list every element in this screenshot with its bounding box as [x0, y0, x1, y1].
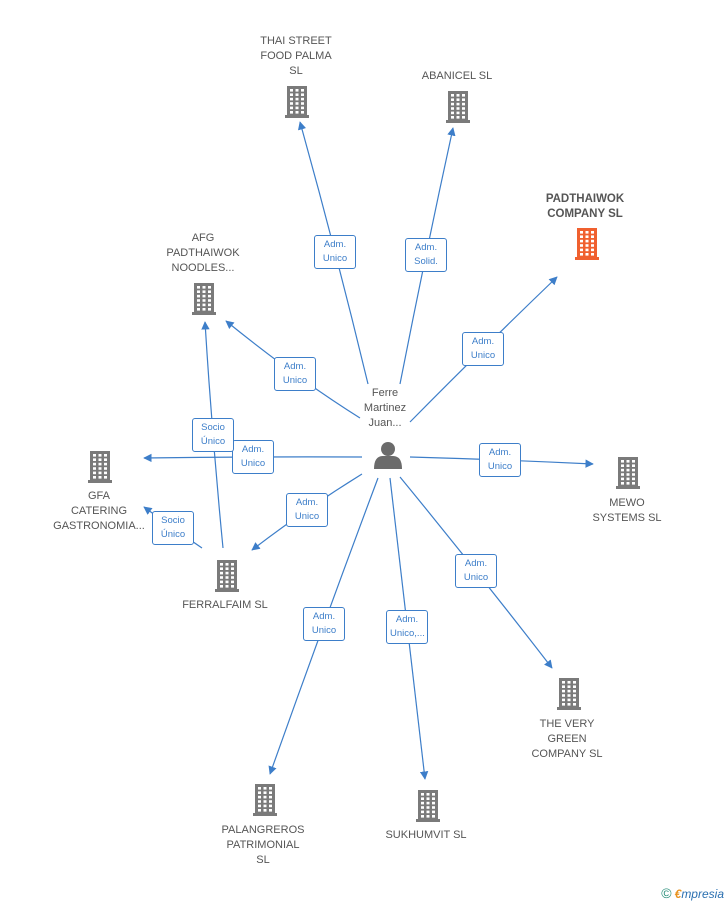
edge-label-center-afg[interactable]: Adm. Unico [274, 357, 316, 391]
edge-label-center-green[interactable]: Adm. Unico [455, 554, 497, 588]
person-icon[interactable] [374, 442, 402, 469]
building-icon-abanicel[interactable] [446, 91, 470, 123]
footer-brand: ©€mpresia [661, 885, 724, 901]
company-label-ferralfaim[interactable]: FERRALFAIM SL [170, 598, 280, 613]
edge-label-line: Unico [487, 461, 513, 472]
company-label-thai[interactable]: THAI STREET FOOD PALMA SL [246, 34, 346, 79]
edge-label-line: Socio [161, 515, 185, 526]
building-icon-palangreros[interactable] [253, 784, 277, 816]
edge-label-line: Adm. [488, 447, 512, 458]
building-icon-green[interactable] [557, 678, 581, 710]
edge-label-line: Adm. [283, 361, 307, 372]
edge-label-line: Unico [294, 511, 320, 522]
building-icon-gfa[interactable] [88, 451, 112, 483]
company-label-afg[interactable]: AFG PADTHAIWOK NOODLES... [153, 231, 253, 276]
node-label-line: SYSTEMS SL [592, 512, 662, 524]
node-label-line: CATERING [70, 505, 128, 517]
building-icon-sukhumvit[interactable] [416, 790, 440, 822]
company-label-abanicel[interactable]: ABANICEL SL [402, 69, 512, 84]
copyright-icon: © [661, 885, 672, 901]
node-label-line: COMPANY SL [547, 208, 623, 220]
edge-label-center-padthaiwok[interactable]: Adm. Unico [462, 332, 504, 366]
edge-label-center-thai[interactable]: Adm. Unico [314, 235, 356, 269]
edge-label-center-mewo[interactable]: Adm. Unico [479, 443, 521, 477]
node-label-line: FOOD PALMA [260, 50, 332, 62]
edge-label-line: Adm. [323, 239, 347, 250]
building-icon-afg[interactable] [192, 283, 216, 315]
node-label-line: SUKHUMVIT SL [385, 829, 467, 841]
edge-label-line: Unico [470, 350, 496, 361]
edge-label-line: Unico,... [390, 628, 425, 639]
node-label-line: PADTHAIWOK [545, 193, 625, 205]
building-icon-padthaiwok[interactable] [575, 228, 599, 260]
edge-label-line: Adm. [464, 558, 488, 569]
node-label-line: AFG [191, 232, 215, 244]
edge-label-center-gfa[interactable]: Adm. Unico [232, 440, 274, 474]
edge-label-line: Socio [201, 422, 225, 433]
node-label-line: FERRALFAIM SL [182, 599, 268, 611]
node-label-line: ABANICEL SL [421, 70, 493, 82]
node-label-line: THE VERY [539, 718, 595, 730]
company-label-palangreros[interactable]: PALANGREROS PATRIMONIAL SL [208, 823, 318, 868]
node-label-line: NOODLES... [171, 262, 235, 274]
edge-label-line: Unico [463, 572, 489, 583]
node-label-line: SL [289, 65, 303, 77]
edge-label-line: Adm. [395, 614, 419, 625]
brand-logo-text: mpresia [681, 887, 724, 901]
edge-label-line: Solid. [414, 256, 438, 267]
edge-label-center-sukhumvit[interactable]: Adm. Unico,... [386, 610, 428, 644]
node-label-line: SL [256, 854, 270, 866]
company-label-mewo[interactable]: MEWO SYSTEMS SL [577, 496, 677, 526]
edge-label-line: Adm. [295, 497, 319, 508]
building-icon-ferralfaim[interactable] [215, 560, 239, 592]
icons-layer [88, 86, 640, 822]
edge-label-line: Unico [282, 375, 308, 386]
edge-label-line: Unico [322, 253, 348, 264]
node-label-line: PADTHAIWOK [166, 247, 240, 259]
edge-label-line: Unico [240, 458, 266, 469]
node-label-line: COMPANY SL [531, 748, 603, 760]
node-label-line: Juan... [368, 417, 402, 429]
node-label-line: PALANGREROS [221, 824, 305, 836]
edge-label-line: Adm. [241, 444, 265, 455]
node-label-line: Ferre [371, 387, 399, 399]
edge-label-line: Adm. [471, 336, 495, 347]
company-label-sukhumvit[interactable]: SUKHUMVIT SL [371, 828, 481, 843]
edge-label-line: Adm. [414, 242, 438, 253]
company-label-padthaiwok[interactable]: PADTHAIWOK COMPANY SL [530, 192, 640, 222]
edge-label-line: Unico [311, 625, 337, 636]
edge-label-line: Único [200, 436, 226, 447]
edge-label-line: Adm. [312, 611, 336, 622]
node-label-line: GFA [87, 490, 110, 502]
node-label-line: PATRIMONIAL [226, 839, 300, 851]
brand-logo-letter: € [674, 887, 682, 901]
node-label-line: THAI STREET [260, 35, 332, 47]
node-label-line: GASTRONOMIA... [53, 520, 145, 532]
building-icon-thai[interactable] [285, 86, 309, 118]
node-label-line: GREEN [547, 733, 587, 745]
edge-label-line: Único [160, 529, 186, 540]
company-label-gfa[interactable]: GFA CATERING GASTRONOMIA... [44, 489, 154, 534]
building-icon-mewo[interactable] [616, 457, 640, 489]
node-label-line: Martinez [363, 402, 407, 414]
edge-label-center-abanicel[interactable]: Adm. Solid. [405, 238, 447, 272]
edge-label-center-ferralfaim[interactable]: Adm. Unico [286, 493, 328, 527]
company-label-green[interactable]: THE VERY GREEN COMPANY SL [512, 717, 622, 762]
node-label-line: MEWO [609, 497, 645, 509]
edge-label-center-palangreros[interactable]: Adm. Unico [303, 607, 345, 641]
